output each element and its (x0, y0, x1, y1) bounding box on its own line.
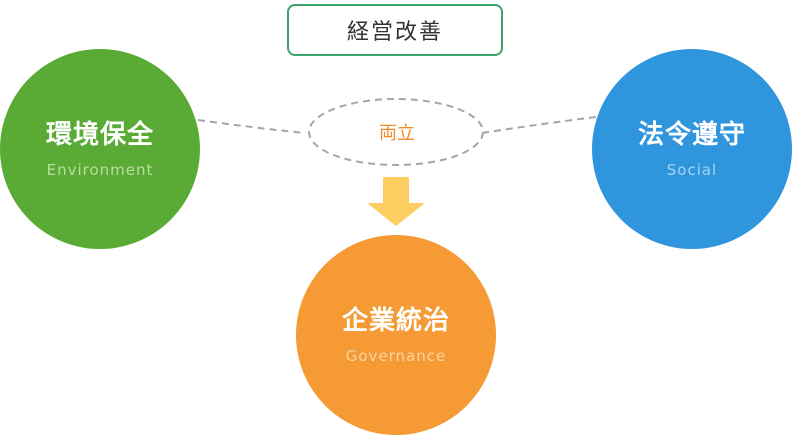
governance-subtitle: Governance (345, 347, 447, 366)
environment-subtitle: Environment (46, 161, 154, 180)
environment-circle: 環境保全 Environment (0, 49, 200, 249)
social-subtitle: Social (666, 161, 718, 180)
social-title: 法令遵守 (637, 119, 746, 150)
social-circle: 法令遵守 Social (592, 49, 792, 249)
balance-label: 両立 (379, 123, 415, 144)
down-arrow-icon (367, 177, 425, 226)
dashed-connector-right (481, 116, 597, 134)
balance-ellipse (308, 98, 484, 166)
governance-title: 企業統治 (341, 305, 450, 336)
governance-circle: 企業統治 Governance (296, 235, 496, 435)
management-improvement-box: 経営改善 (287, 4, 503, 56)
environment-title: 環境保全 (45, 119, 154, 150)
management-improvement-label: 経営改善 (346, 20, 443, 45)
dashed-connector-left (197, 119, 306, 134)
